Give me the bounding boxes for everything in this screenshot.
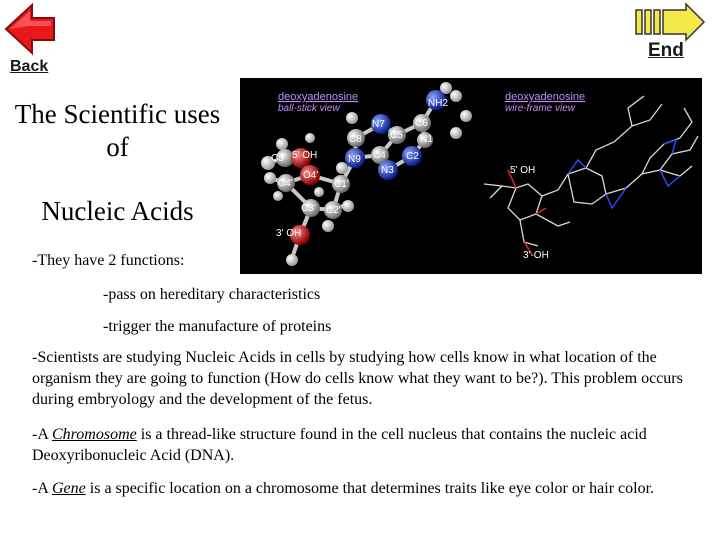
slide-title-line2: Nucleic Acids bbox=[41, 196, 194, 226]
end-button[interactable]: End bbox=[632, 2, 708, 68]
atom-label-n7: N7 bbox=[372, 119, 385, 130]
atom-label-c3p: C3' bbox=[301, 203, 316, 214]
left-caption-title: deoxyadenosine bbox=[278, 91, 358, 103]
left-caption-sub: ball-stick view bbox=[278, 103, 340, 114]
atom-label-c4: C4 bbox=[373, 150, 386, 161]
atom-label-c4p: C4' bbox=[278, 178, 293, 189]
end-arrow-icon bbox=[635, 2, 706, 42]
function-proteins: -trigger the manufacture of proteins bbox=[103, 318, 332, 335]
right-caption-title: deoxyadenosine bbox=[505, 91, 585, 103]
atom-label-oh5: 5' OH bbox=[292, 150, 317, 161]
atom-label-c5p: C5' bbox=[271, 153, 286, 164]
atom-label-c6: C6 bbox=[415, 118, 428, 129]
atom-label-c2: C2 bbox=[406, 151, 419, 162]
back-button[interactable]: Back bbox=[2, 2, 58, 78]
atom-label-c5: C5 bbox=[390, 130, 403, 141]
chromosome-paragraph: -A Chromosome is a thread-like structure… bbox=[32, 424, 712, 466]
gene-paragraph: -A Gene is a specific location on a chro… bbox=[32, 478, 712, 499]
gene-term: Gene bbox=[52, 480, 86, 497]
atom-label-n3: N3 bbox=[381, 165, 394, 176]
function-hereditary: -pass on hereditary characteristics bbox=[103, 286, 321, 303]
deoxyadenosine-figure: deoxyadenosine ball-stick view deoxyaden… bbox=[240, 78, 702, 274]
atom-label-c8: C8 bbox=[349, 134, 362, 145]
atom-label-c2p: C2' bbox=[326, 205, 341, 216]
atom-label-c1p: C1' bbox=[334, 179, 349, 190]
right-caption-sub: wire-frame view bbox=[505, 103, 576, 114]
chromosome-prefix: -A bbox=[32, 426, 52, 443]
atom-label-oh3: 3' OH bbox=[276, 228, 301, 239]
atom-label-oh5-wire: 5' OH bbox=[510, 165, 535, 176]
chromosome-definition: is a thread-like structure found in the … bbox=[32, 426, 647, 464]
atom-label-n1: N1 bbox=[420, 134, 433, 145]
functions-intro: -They have 2 functions: bbox=[32, 252, 185, 269]
atom-label-n9: N9 bbox=[348, 154, 361, 165]
atom-label-o4: O4' bbox=[303, 170, 318, 181]
back-arrow-icon bbox=[4, 2, 55, 56]
research-paragraph: -Scientists are studying Nucleic Acids i… bbox=[32, 349, 683, 408]
atom-label-nh2: NH2 bbox=[428, 98, 448, 109]
chromosome-term: Chromosome bbox=[52, 426, 137, 443]
back-label: Back bbox=[10, 58, 49, 75]
slide-title: The Scientific uses of bbox=[14, 99, 221, 162]
molecule-image: deoxyadenosine ball-stick view deoxyaden… bbox=[261, 82, 699, 266]
end-label: End bbox=[648, 40, 684, 61]
gene-definition: is a specific location on a chromosome t… bbox=[85, 480, 655, 497]
atom-label-oh3-wire: 3'-OH bbox=[523, 250, 549, 261]
gene-prefix: -A bbox=[32, 480, 52, 497]
